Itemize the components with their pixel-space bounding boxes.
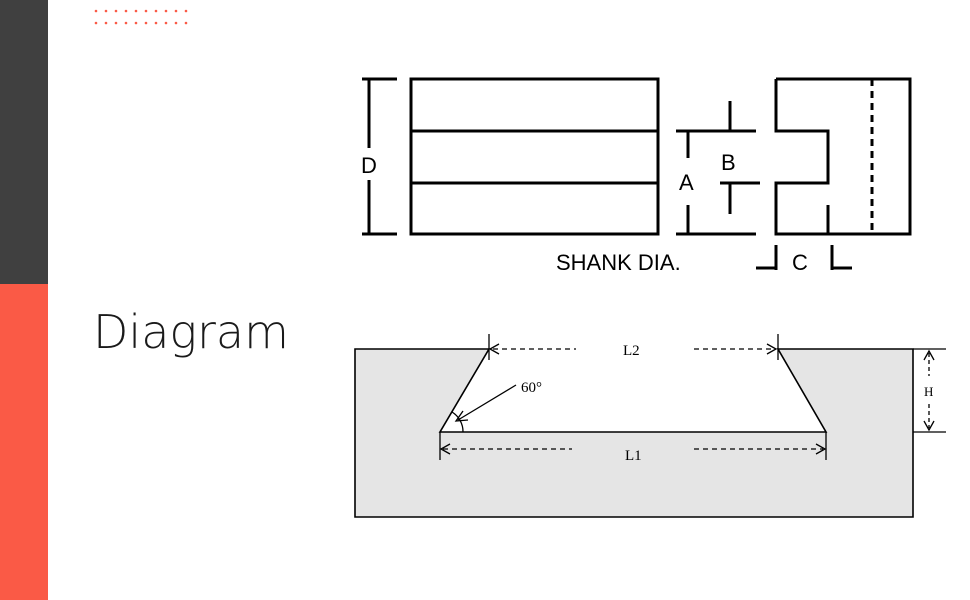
cutter-side-view	[409, 77, 660, 236]
h-dimension	[913, 348, 946, 433]
slide-title: Diagram	[93, 305, 289, 359]
sidebar-dark-bar	[0, 0, 48, 284]
label-angle: 60°	[521, 380, 542, 396]
label-c: C	[792, 250, 808, 275]
label-shank-dia: SHANK DIA.	[556, 250, 681, 275]
dot-grid-decoration	[94, 9, 188, 25]
l1-dimension	[439, 432, 827, 460]
l2-dimension	[488, 334, 779, 360]
label-a: A	[679, 170, 694, 195]
label-l1: L1	[625, 448, 642, 464]
groove-drawing	[354, 334, 946, 518]
cutter-drawing	[362, 77, 912, 270]
label-h: H	[924, 384, 933, 399]
groove-body	[354, 348, 914, 518]
label-l2: L2	[623, 343, 640, 359]
d-dimension-bracket	[362, 77, 397, 236]
a-b-dimension-marks	[676, 101, 760, 236]
angle-indicator	[451, 384, 517, 433]
cutter-end-view	[774, 77, 912, 236]
label-b: B	[721, 150, 736, 175]
c-dimension-marks	[756, 245, 852, 270]
sidebar-accent-bar	[0, 284, 48, 600]
label-d: D	[361, 153, 377, 178]
